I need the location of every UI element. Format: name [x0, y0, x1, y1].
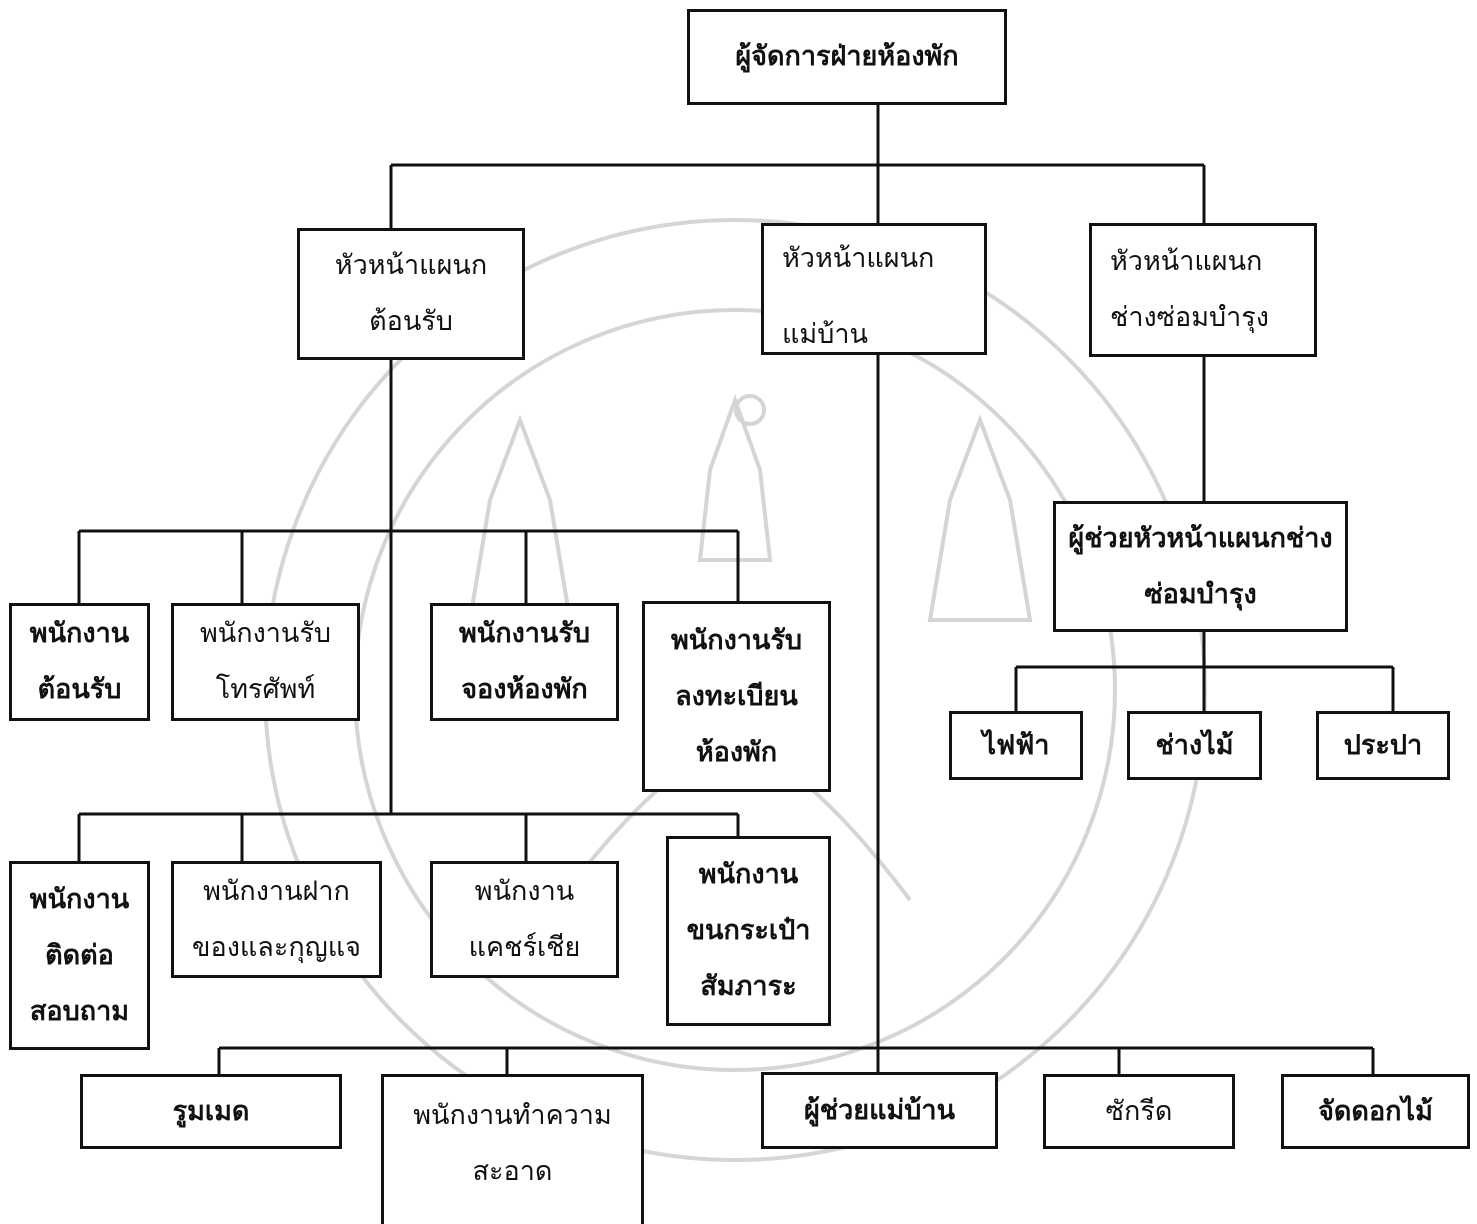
- telephone-staff-label: พนักงานรับ โทรศัพท์: [199, 618, 332, 705]
- information-staff-box: พนักงาน ติดต่อ สอบถาม: [9, 861, 150, 1050]
- cashier-staff-box: พนักงาน แคชร์เชีย: [430, 861, 619, 978]
- housekeeping-head-label: หัวหน้าแผนก แม่บ้าน: [782, 243, 935, 350]
- reception-staff-box: พนักงาน ต้อนรับ: [9, 603, 150, 721]
- reception-staff-label: พนักงาน ต้อนรับ: [29, 618, 130, 705]
- maintenance-head-label: หัวหน้าแผนก ช่างซ่อมบำรุง: [1110, 246, 1269, 333]
- flower-arrangement-box: จัดดอกไม้: [1281, 1074, 1470, 1149]
- maintenance-assistant-box: ผู้ช่วยหัวหน้าแผนกช่าง ซ่อมบำรุง: [1053, 501, 1348, 632]
- laundry-box: ซักรีด: [1043, 1074, 1235, 1149]
- registration-staff-label: พนักงานรับ ลงทะเบียน ห้องพัก: [670, 624, 803, 768]
- information-staff-label: พนักงาน ติดต่อ สอบถาม: [29, 883, 130, 1027]
- room-division-manager-label: ผู้จัดการฝ่ายห้องพัก: [735, 41, 959, 72]
- cleaning-staff-box: พนักงานทำความ สะอาด: [381, 1074, 644, 1224]
- maintenance-assistant-label: ผู้ช่วยหัวหน้าแผนกช่าง ซ่อมบำรุง: [1068, 522, 1333, 610]
- room-division-manager-box: ผู้จัดการฝ่ายห้องพัก: [687, 9, 1007, 105]
- plumbing-label: ประปา: [1343, 729, 1423, 761]
- laundry-label: ซักรีด: [1105, 1095, 1173, 1127]
- front-office-head-label: หัวหน้าแผนก ต้อนรับ: [334, 250, 488, 337]
- registration-staff-box: พนักงานรับ ลงทะเบียน ห้องพัก: [642, 601, 831, 792]
- flower-arrangement-label: จัดดอกไม้: [1318, 1095, 1433, 1127]
- electrical-label: ไฟฟ้า: [982, 729, 1050, 761]
- carpenter-label: ช่างไม้: [1155, 729, 1234, 761]
- bellboy-staff-box: พนักงาน ขนกระเป๋า สัมภาระ: [666, 836, 831, 1026]
- reservation-staff-box: พนักงานรับ จองห้องพัก: [430, 603, 619, 721]
- maintenance-head-box: หัวหน้าแผนก ช่างซ่อมบำรุง: [1089, 223, 1317, 357]
- telephone-staff-box: พนักงานรับ โทรศัพท์: [171, 603, 360, 721]
- reservation-staff-label: พนักงานรับ จองห้องพัก: [458, 618, 591, 705]
- electrical-box: ไฟฟ้า: [949, 711, 1083, 780]
- room-maid-label: รูมเมด: [172, 1095, 250, 1127]
- room-maid-box: รูมเมด: [80, 1074, 342, 1149]
- deposit-key-staff-label: พนักงานฝาก ของและกุญแจ: [192, 875, 361, 963]
- cashier-staff-label: พนักงาน แคชร์เชีย: [468, 875, 581, 963]
- housekeeping-head-box: หัวหน้าแผนก แม่บ้าน: [761, 223, 987, 355]
- front-office-head-box: หัวหน้าแผนก ต้อนรับ: [297, 228, 525, 360]
- bellboy-staff-label: พนักงาน ขนกระเป๋า สัมภาระ: [686, 859, 811, 1002]
- carpenter-box: ช่างไม้: [1127, 711, 1262, 780]
- assistant-housekeeper-box: ผู้ช่วยแม่บ้าน: [761, 1072, 998, 1149]
- assistant-housekeeper-label: ผู้ช่วยแม่บ้าน: [803, 1094, 956, 1126]
- deposit-key-staff-box: พนักงานฝาก ของและกุญแจ: [171, 861, 382, 978]
- plumbing-box: ประปา: [1316, 711, 1450, 780]
- cleaning-staff-label: พนักงานทำความ สะอาด: [413, 1099, 612, 1187]
